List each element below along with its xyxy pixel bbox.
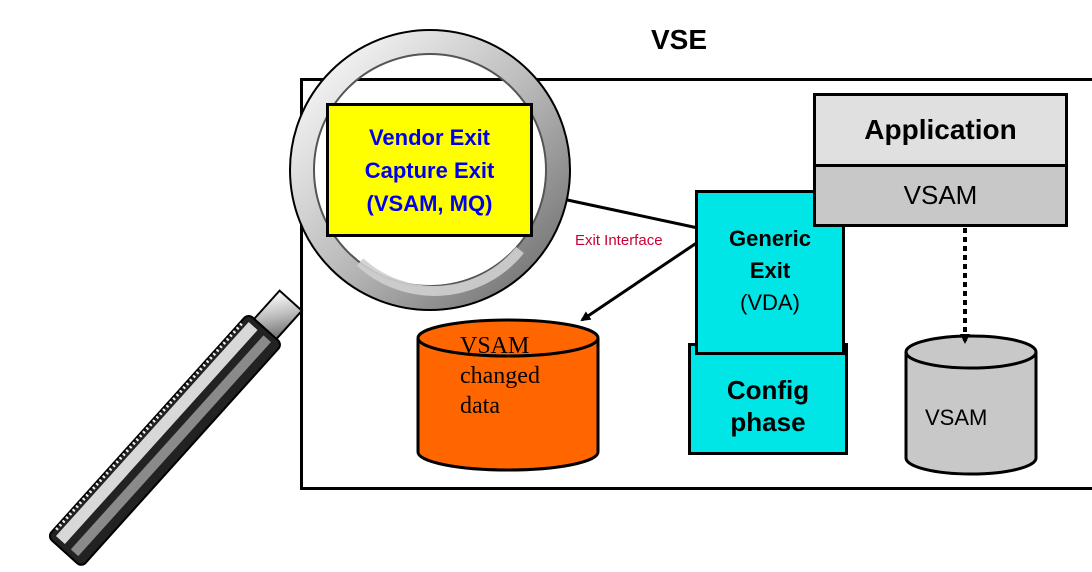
- changed-data-label: VSAM changed data: [460, 331, 540, 421]
- config-line2: phase: [730, 407, 806, 437]
- config-line1: Config: [726, 375, 810, 405]
- vsam-cylinder: [904, 334, 1038, 476]
- changed-data-line2: changed: [460, 363, 540, 389]
- changed-data-line3: data: [460, 393, 500, 419]
- exit-arrow-changed-data: [580, 240, 699, 322]
- generic-exit-line3: (VDA): [740, 290, 800, 315]
- vendor-exit-line2: Capture Exit: [364, 157, 495, 183]
- changed-data-line1: VSAM: [460, 333, 530, 359]
- vse-title: VSE: [651, 24, 708, 55]
- exit-interface-label: Exit Interface: [575, 232, 663, 249]
- generic-exit-line1: Generic: [729, 226, 811, 251]
- vendor-exit-line3: (VSAM, MQ): [366, 190, 493, 216]
- changed-data-cylinder: [416, 318, 600, 472]
- vendor-exit-line1: Vendor Exit: [368, 124, 491, 150]
- application-title: Application: [816, 96, 1065, 167]
- vse-frame: [300, 78, 1092, 490]
- exit-arrow-vendor: [556, 194, 699, 230]
- generic-exit-line2: Exit: [749, 258, 791, 283]
- vsam-cylinder-label: VSAM: [925, 405, 988, 430]
- application-box: Application VSAM: [813, 93, 1068, 227]
- vendor-exit-box: Vendor Exit Capture Exit (VSAM, MQ): [326, 103, 533, 237]
- application-vsam-label: VSAM: [903, 180, 978, 210]
